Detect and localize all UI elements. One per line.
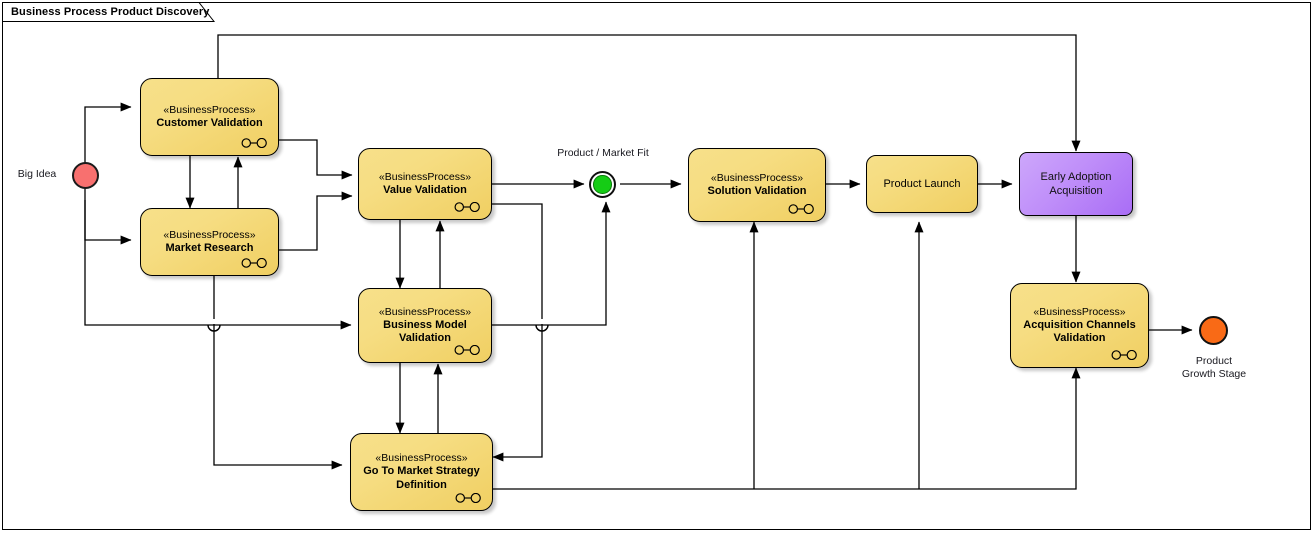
stereotype-label: «BusinessProcess» <box>163 103 256 116</box>
label-big-idea: Big Idea <box>17 168 57 180</box>
node-title: Market Research <box>165 241 254 254</box>
node-business-model-validation[interactable]: «BusinessProcess» Business Model Validat… <box>358 288 492 363</box>
node-solution-validation[interactable]: «BusinessProcess» Solution Validation <box>688 148 826 222</box>
node-title-line2: Definition <box>396 478 447 491</box>
node-title-line1: Early Adoption <box>1040 171 1112 183</box>
business-process-icon <box>241 138 267 148</box>
label-product-growth-stage: Product Growth Stage <box>1181 355 1247 380</box>
stereotype-label: «BusinessProcess» <box>378 170 472 183</box>
business-process-icon <box>454 202 480 212</box>
stereotype-label: «BusinessProcess» <box>378 305 472 318</box>
node-title: Customer Validation <box>156 116 263 129</box>
business-process-icon <box>455 493 481 503</box>
node-title-line2: Validation <box>399 332 451 344</box>
node-title-line1: Business Model <box>383 318 467 331</box>
node-market-research[interactable]: «BusinessProcess» Market Research <box>140 208 279 276</box>
end-node-product-growth-stage[interactable] <box>1199 316 1228 345</box>
fit-node-core <box>593 175 612 194</box>
node-value-validation[interactable]: «BusinessProcess» Value Validation <box>358 148 492 220</box>
business-process-icon <box>241 258 267 268</box>
start-node-big-idea[interactable] <box>72 162 99 189</box>
business-process-icon <box>454 345 480 355</box>
node-early-adoption-acquisition[interactable]: Early Adoption Acquisition <box>1019 152 1133 216</box>
node-title: Solution Validation <box>707 184 807 197</box>
frame-tab-shape <box>2 2 216 22</box>
stereotype-label: «BusinessProcess» <box>375 452 468 464</box>
node-product-launch[interactable]: Product Launch <box>866 155 978 213</box>
node-title-line2: Acquisition <box>1049 185 1103 197</box>
business-process-icon <box>1111 350 1137 360</box>
node-title-line2: Validation <box>1053 332 1106 344</box>
stereotype-label: «BusinessProcess» <box>710 171 804 184</box>
frame-title: Business Process Product Discovery <box>11 6 210 18</box>
node-customer-validation[interactable]: «BusinessProcess» Customer Validation <box>140 78 279 156</box>
node-acquisition-channels-validation[interactable]: «BusinessProcess» Acquisition Channels V… <box>1010 283 1149 368</box>
node-title-line1: Acquisition Channels <box>1023 318 1136 331</box>
stereotype-label: «BusinessProcess» <box>1033 305 1126 318</box>
node-title: Product Launch <box>883 178 961 190</box>
node-title-line1: Go To Market Strategy <box>363 465 480 477</box>
node-product-market-fit[interactable] <box>589 171 616 198</box>
node-go-to-market-strategy[interactable]: «BusinessProcess» Go To Market Strategy … <box>350 433 493 511</box>
stereotype-label: «BusinessProcess» <box>163 228 256 241</box>
node-title: Value Validation <box>383 183 467 196</box>
business-process-icon <box>788 204 814 214</box>
label-product-market-fit: Product / Market Fit <box>557 147 649 159</box>
